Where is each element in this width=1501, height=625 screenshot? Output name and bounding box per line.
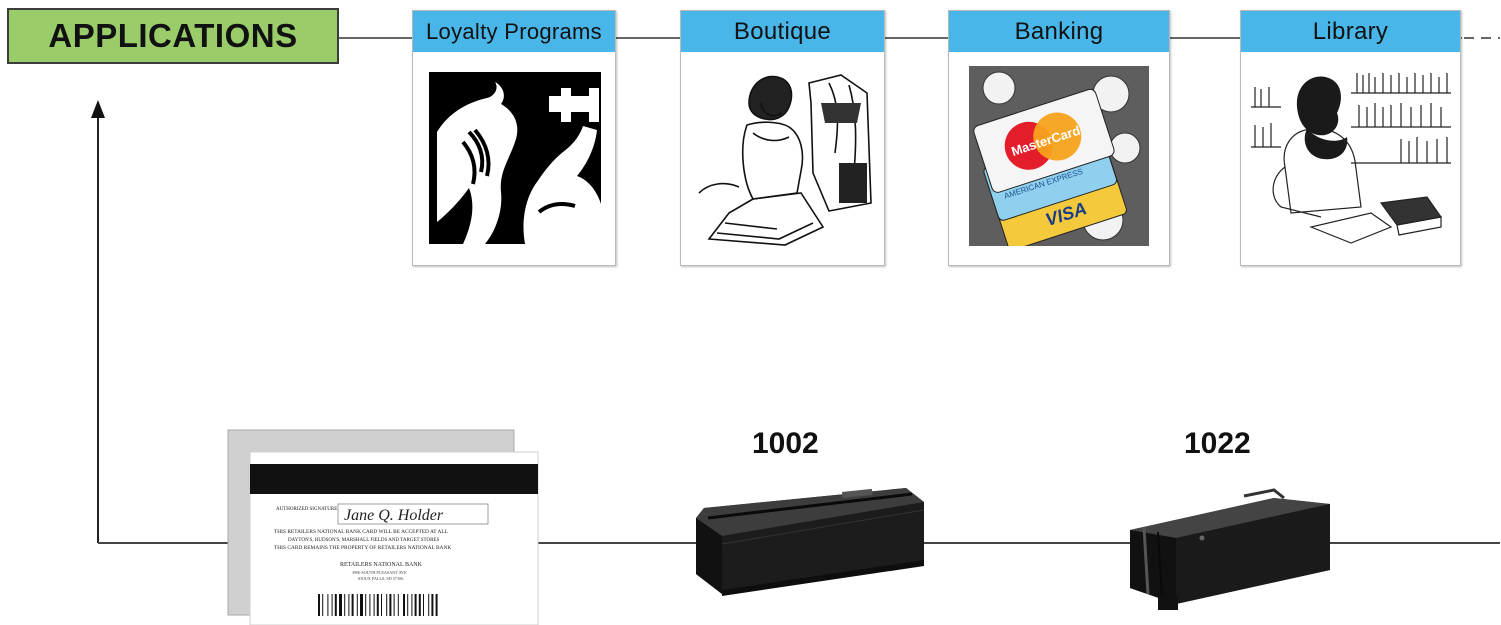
- shopper-illustration-icon: [698, 74, 872, 246]
- app-card-header: Boutique: [681, 11, 884, 52]
- barcode-bar: [360, 594, 363, 616]
- barcode-bar: [397, 594, 399, 616]
- barcode-bar: [369, 594, 371, 616]
- app-card-label: Library: [1312, 17, 1389, 45]
- reader-model-label: 1022: [1184, 427, 1251, 460]
- barcode-bar: [334, 594, 337, 616]
- credit-cards-illustration-icon: VISA AMERICAN EXPRESS MasterCard: [969, 66, 1149, 246]
- barcode-bar: [381, 594, 382, 616]
- app-card-header: Banking: [949, 11, 1169, 52]
- barcode-bar: [365, 594, 367, 616]
- card-terms-line-2: DAYTON'S, HUDSON'S, MARSHALL FIELDS AND …: [288, 538, 439, 543]
- barcode-bar: [348, 594, 350, 616]
- app-card-banking: Banking VISA AMERICAN EXPRESS MasterCard: [948, 10, 1170, 266]
- barcode-bar: [386, 594, 388, 616]
- app-card-loyalty-programs: Loyalty Programs: [412, 10, 616, 266]
- app-card-label: Boutique: [733, 17, 832, 45]
- app-card-header: Library: [1241, 11, 1460, 52]
- barcode-bar: [411, 594, 413, 616]
- barcode-bar: [407, 594, 409, 616]
- applications-title: APPLICATIONS: [48, 17, 298, 54]
- barcode-bar: [389, 594, 392, 616]
- barcode-bar: [331, 594, 333, 616]
- signature-label: AUTHORIZED SIGNATURE: [276, 507, 337, 512]
- barcode-bar: [403, 594, 405, 616]
- app-card-header: Loyalty Programs: [413, 11, 615, 52]
- magnetic-stripe-reader-icon: [696, 488, 925, 596]
- reader-model-label: 1002: [752, 427, 819, 460]
- barcode-bar: [356, 594, 358, 616]
- barcode: [318, 594, 438, 616]
- barcode-bar: [428, 594, 430, 616]
- app-card-library: Library: [1240, 10, 1461, 266]
- magnetic-stripe: [250, 464, 538, 494]
- barcode-bar: [339, 594, 342, 616]
- barcode-bar: [373, 594, 375, 616]
- barcode-bar: [418, 594, 421, 616]
- fitness-illustration-icon: [429, 72, 601, 244]
- app-card-label: Banking: [1014, 17, 1104, 45]
- cardholder-signature: Jane Q. Holder: [344, 507, 444, 524]
- librarian-illustration-icon: [1251, 73, 1451, 244]
- app-card-boutique: Boutique: [680, 10, 885, 266]
- barcode-bar: [318, 594, 320, 616]
- barcode-bar: [423, 594, 424, 616]
- magnetic-card-back: AUTHORIZED SIGNATURE Jane Q. Holder THIS…: [227, 429, 539, 625]
- barcode-bar: [322, 594, 324, 616]
- card-terms-line-3: THIS CARD REMAINS THE PROPERTY OF RETAIL…: [274, 545, 451, 551]
- bank-address-line-2: SIOUX FALLS, SD 57106: [358, 576, 403, 582]
- barcode-bar: [327, 594, 329, 616]
- barcode-bar: [344, 594, 346, 616]
- bank-address-line-1: 3900 SOUTH PLEASANT AVE: [352, 570, 407, 575]
- app-card-label: Loyalty Programs: [426, 18, 602, 44]
- barcode-bar: [351, 594, 354, 616]
- barcode-bar: [393, 594, 395, 616]
- barcode-bar: [431, 594, 434, 616]
- barcode-bar: [414, 594, 417, 616]
- barcode-bar: [376, 594, 379, 616]
- bank-name: RETAILERS NATIONAL BANK: [340, 562, 423, 568]
- card-terms-line-1: THIS RETAILERS NATIONAL BANK CARD WILL B…: [274, 529, 448, 535]
- barcode-bar: [435, 594, 438, 616]
- magnetic-stripe-reader-icon: [1130, 488, 1330, 610]
- up-arrow-icon: [91, 100, 105, 118]
- applications-header-box: APPLICATIONS: [7, 8, 339, 64]
